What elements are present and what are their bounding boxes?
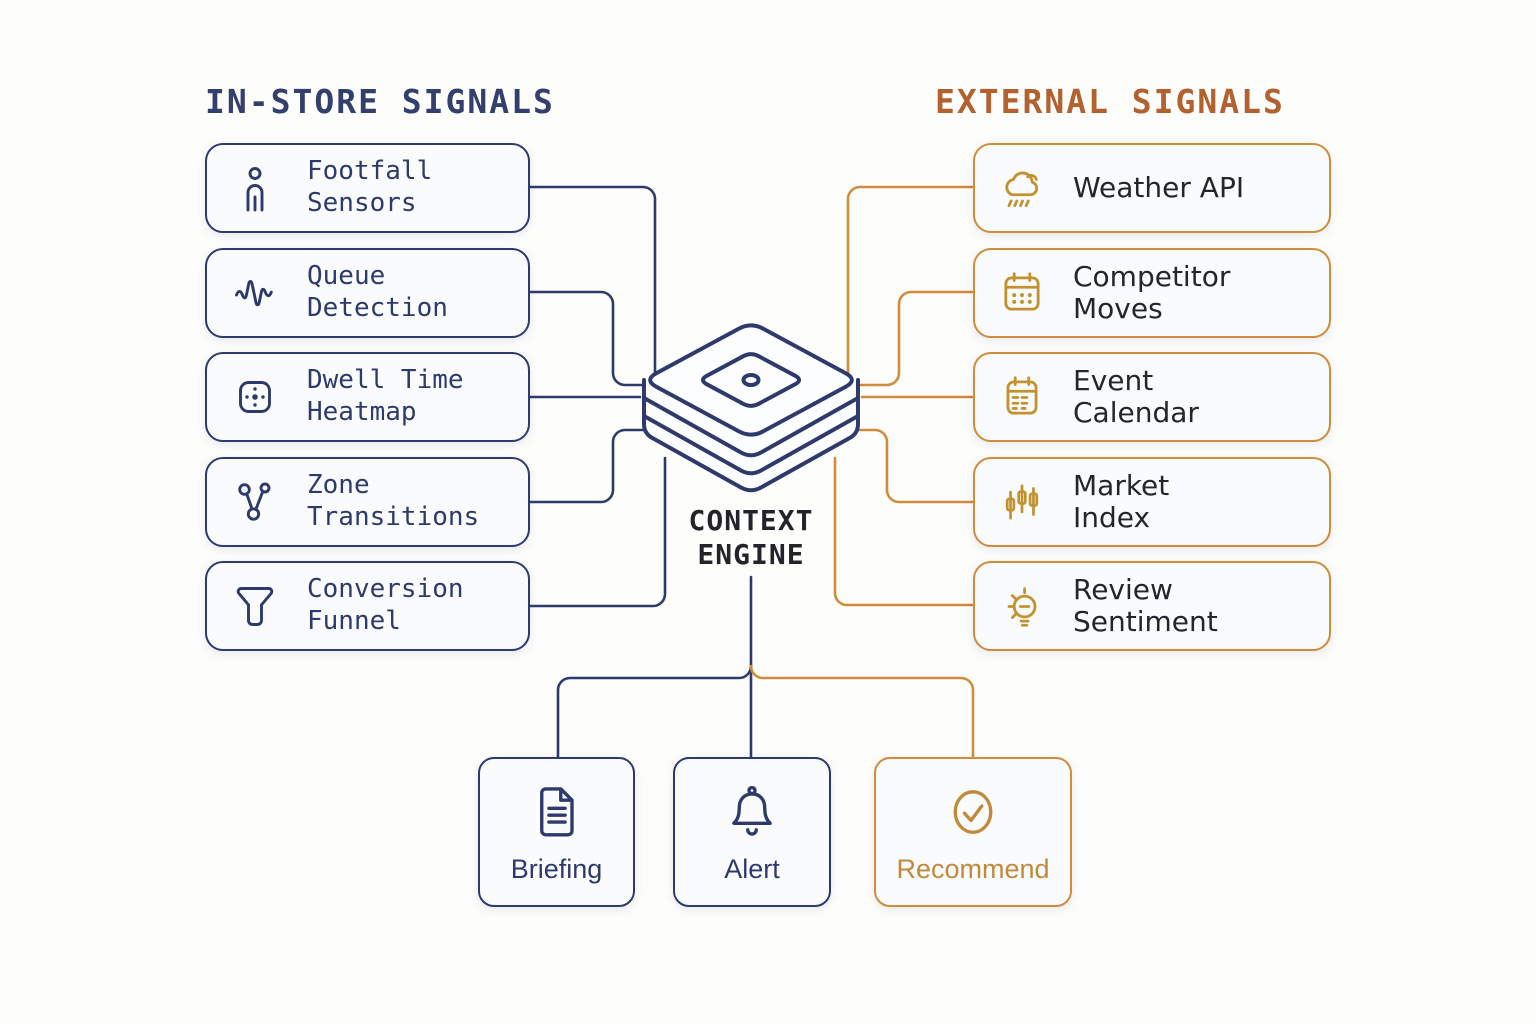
node-label: Queue Detection [307, 261, 448, 323]
node-label: Conversion Funnel [307, 574, 464, 636]
node-label: Footfall Sensors [307, 156, 433, 218]
output-briefing: Briefing [478, 757, 635, 907]
node-label: Event Calendar [1073, 363, 1199, 429]
lightbulb-icon [997, 581, 1047, 631]
candlestick-chart-icon [997, 477, 1047, 527]
funnel-icon [231, 582, 279, 630]
node-queue-detection: Queue Detection [205, 248, 530, 338]
node-label: Dwell Time Heatmap [307, 365, 464, 427]
output-alert: Alert [673, 757, 831, 907]
rain-cloud-icon [997, 163, 1047, 213]
node-market-index: Market Index [973, 457, 1331, 547]
bell-icon [722, 782, 782, 842]
node-label: Competitor Moves [1073, 259, 1231, 325]
node-label: Zone Transitions [307, 470, 480, 532]
calendar-lines-icon [997, 372, 1047, 422]
external-signals-heading: EXTERNAL SIGNALS [935, 82, 1285, 121]
person-icon [231, 164, 279, 212]
node-competitor-moves: Competitor Moves [973, 248, 1331, 338]
heatmap-icon [231, 373, 279, 421]
node-footfall-sensors: Footfall Sensors [205, 143, 530, 233]
node-label: Market Index [1073, 468, 1170, 534]
context-engine-label: CONTEXT ENGINE [688, 504, 814, 571]
node-conversion-funnel: Conversion Funnel [205, 561, 530, 651]
node-label: Weather API [1073, 170, 1245, 204]
output-label: Alert [724, 853, 780, 884]
node-label: Review Sentiment [1073, 572, 1218, 638]
network-icon [231, 478, 279, 526]
output-recommend: Recommend [874, 757, 1072, 907]
waveform-icon [231, 269, 279, 317]
node-zone-transitions: Zone Transitions [205, 457, 530, 547]
node-weather-api: Weather API [973, 143, 1331, 233]
node-event-calendar: Event Calendar [973, 352, 1331, 442]
output-label: Briefing [510, 853, 603, 884]
node-dwell-time-heatmap: Dwell Time Heatmap [205, 352, 530, 442]
calendar-dots-icon [997, 268, 1047, 318]
in-store-signals-heading: IN-STORE SIGNALS [205, 82, 555, 121]
node-review-sentiment: Review Sentiment [973, 561, 1331, 651]
document-icon [527, 782, 587, 842]
check-circle-icon [943, 782, 1003, 842]
layers-stack-icon [642, 323, 860, 493]
output-label: Recommend [896, 853, 1050, 884]
